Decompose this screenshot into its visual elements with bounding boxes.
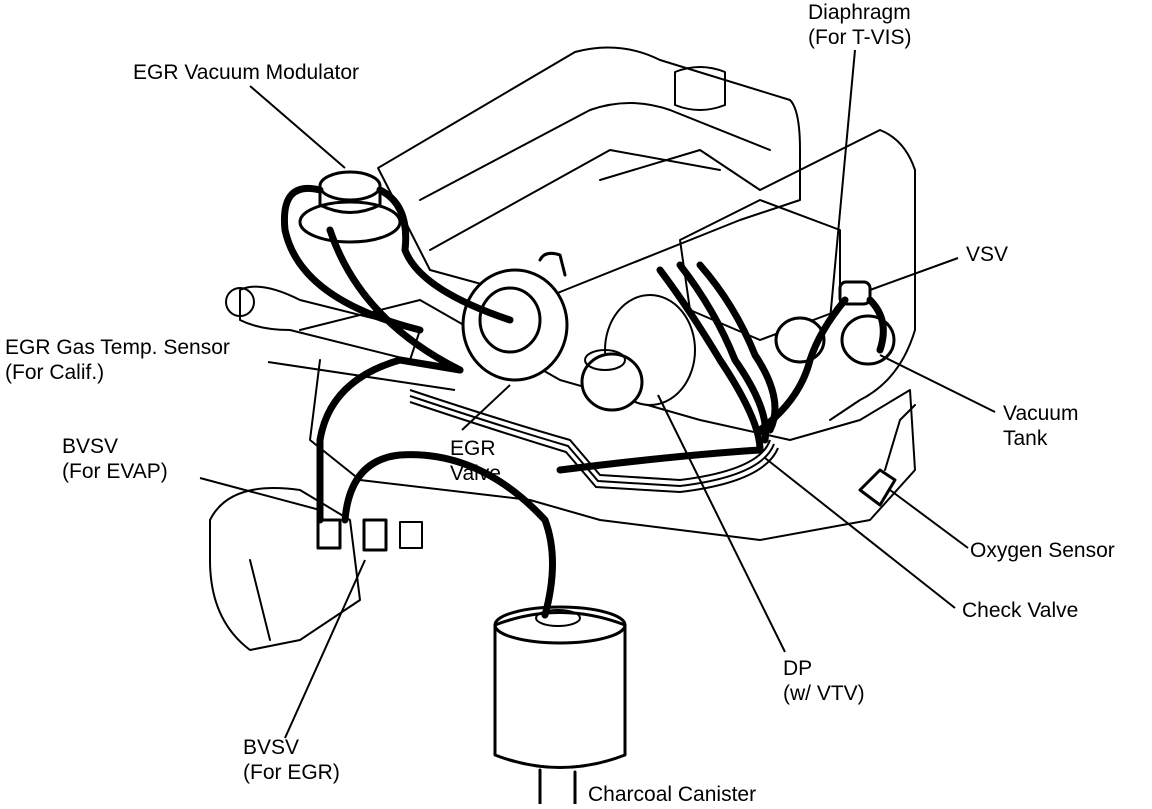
charcoal-canister (493, 611, 627, 769)
bvsv-egr-body (362, 518, 388, 552)
intake-manifold (759, 129, 916, 421)
hose-bvsv-egr (341, 451, 556, 619)
label-bvsv-egr-line1: BVSV (243, 736, 300, 759)
leader-lines (199, 49, 996, 739)
label-bvsv-evap-line2: (For EVAP) (62, 460, 168, 483)
leader-vsv (869, 257, 959, 291)
label-oxygen-sensor-line1: Oxygen Sensor (970, 539, 1115, 562)
label-vacuum-tank-line1: Vacuum (1003, 402, 1079, 425)
label-bvsv-evap-line1: BVSV (62, 435, 119, 458)
label-diaphragm-line1: Diaphragm (808, 1, 911, 24)
leader-egr-vacuum-modulator (249, 85, 346, 169)
label-egr-vacuum-modulator-line1: EGR Vacuum Modulator (133, 61, 360, 84)
egr-vacuum-modulator (318, 170, 382, 202)
label-dp-vtv-line2: (w/ VTV) (783, 682, 865, 705)
leader-bvsv-evap (199, 477, 321, 511)
label-vsv: VSV (966, 242, 1008, 267)
label-oxygen-sensor: Oxygen Sensor (970, 538, 1115, 563)
label-egr-valve-line1: EGR (450, 437, 496, 460)
tube-bundle (409, 389, 771, 482)
hose-canister (556, 446, 764, 474)
label-bvsv-egr-line2: (For EGR) (243, 761, 340, 784)
leader-egr-gas-temp (267, 361, 456, 391)
hose-modulator-left (280, 185, 424, 334)
leader-egr-valve (461, 384, 511, 431)
label-egr-gas-temp-sensor-line1: EGR Gas Temp. Sensor (5, 336, 230, 359)
label-check-valve-line1: Check Valve (962, 599, 1079, 622)
bvsv-evap-body (316, 518, 342, 550)
leader-vacuum-tank (879, 354, 996, 413)
valve-cover (377, 46, 801, 301)
hose-egr-temp (326, 226, 464, 374)
label-diaphragm: Diaphragm (For T-VIS) (808, 0, 911, 50)
egr-valve (461, 268, 569, 382)
label-bvsv-evap: BVSV (For EVAP) (62, 434, 168, 484)
leader-oxygen-sensor (889, 489, 969, 549)
leader-dp-vtv (657, 394, 786, 653)
label-dp-vtv-line1: DP (783, 657, 813, 680)
label-vacuum-tank-line2: Tank (1003, 427, 1048, 450)
oil-filler-cap (674, 66, 726, 111)
label-charcoal-canister: Charcoal Canister (588, 782, 756, 807)
transmission-housing (209, 487, 361, 651)
dp-unit (580, 352, 644, 412)
label-vsv-line1: VSV (966, 243, 1009, 266)
label-check-valve: Check Valve (962, 598, 1078, 623)
label-egr-gas-temp-sensor: EGR Gas Temp. Sensor (For Calif.) (5, 335, 230, 385)
label-egr-gas-temp-sensor-line2: (For Calif.) (5, 361, 105, 384)
hose-bvsv-evap (316, 356, 464, 524)
label-diaphragm-line2: (For T-VIS) (808, 26, 912, 49)
label-dp-vtv: DP (w/ VTV) (783, 656, 865, 706)
hose-throttle-group (656, 266, 764, 454)
hose-modulator-right (376, 186, 514, 324)
label-vacuum-tank: Vacuum Tank (1003, 401, 1078, 451)
label-egr-valve-line2: Valve (450, 462, 501, 485)
label-egr-vacuum-modulator: EGR Vacuum Modulator (133, 60, 359, 85)
leader-diaphragm (829, 49, 856, 321)
label-bvsv-egr: BVSV (For EGR) (243, 735, 340, 785)
label-egr-valve: EGR Valve (450, 436, 501, 486)
leader-bvsv-egr (284, 559, 366, 739)
leader-check-valve (764, 457, 956, 609)
oxygen-sensor (858, 468, 897, 507)
valve-cover-ridge (419, 102, 771, 201)
label-charcoal-canister-line1: Charcoal Canister (588, 783, 757, 806)
